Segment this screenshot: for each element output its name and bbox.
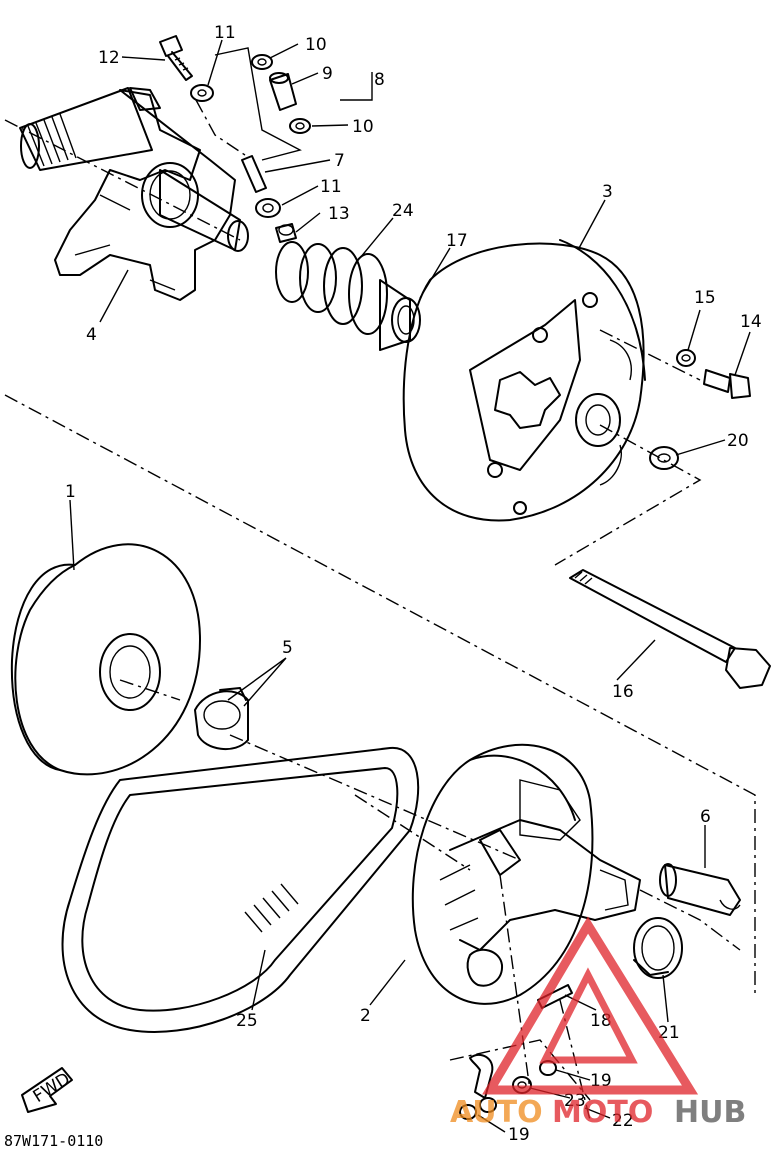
label-7: 7 [334,151,345,171]
primary-sheave-cover [402,239,646,522]
roller-hardware [159,35,311,243]
label-22: 22 [612,1111,634,1131]
label-15: 15 [694,288,716,308]
watermark-hub: HUB [674,1095,746,1130]
cover-hardware [649,349,751,470]
label-3: 3 [602,182,613,202]
leader-lines [69,39,751,1133]
v-belt [61,746,420,1033]
primary-shaft-spider [19,87,249,301]
label-11-bottom: 11 [320,177,342,197]
label-1: 1 [65,482,76,502]
label-20: 20 [727,431,749,451]
watermark-moto: MOTO [552,1095,653,1130]
label-8: 8 [374,70,385,90]
label-12: 12 [98,48,120,68]
label-13: 13 [328,204,350,224]
label-11-top: 11 [214,23,236,43]
watermark-auto: AUTO [450,1095,543,1130]
label-17: 17 [446,231,468,251]
fixed-sheave [10,543,201,776]
watermark-logo: AUTO MOTO HUB [450,916,746,1130]
long-bolt [569,569,771,689]
label-6: 6 [700,807,711,827]
label-14: 14 [740,312,762,332]
label-23: 23 [564,1091,586,1111]
label-10-bottom: 10 [352,117,374,137]
label-16: 16 [612,682,634,702]
label-19-lower: 19 [508,1125,530,1145]
fwd-arrow-icon: FWD [21,1067,74,1113]
label-5: 5 [282,638,293,658]
sheave-bushings [194,687,249,751]
slider-and-bushing [633,863,741,979]
label-25: 25 [236,1011,258,1031]
label-24: 24 [392,201,414,221]
label-2: 2 [360,1006,371,1026]
label-4: 4 [86,325,97,345]
spring [275,241,388,335]
movable-sheave [411,743,641,1005]
label-9: 9 [322,64,333,84]
diagram-code: 87W171-0110 [4,1132,103,1150]
label-10-top: 10 [305,35,327,55]
part-labels: 12 11 10 9 8 10 7 11 13 24 17 3 15 14 20… [65,23,762,1145]
label-21: 21 [658,1023,680,1043]
